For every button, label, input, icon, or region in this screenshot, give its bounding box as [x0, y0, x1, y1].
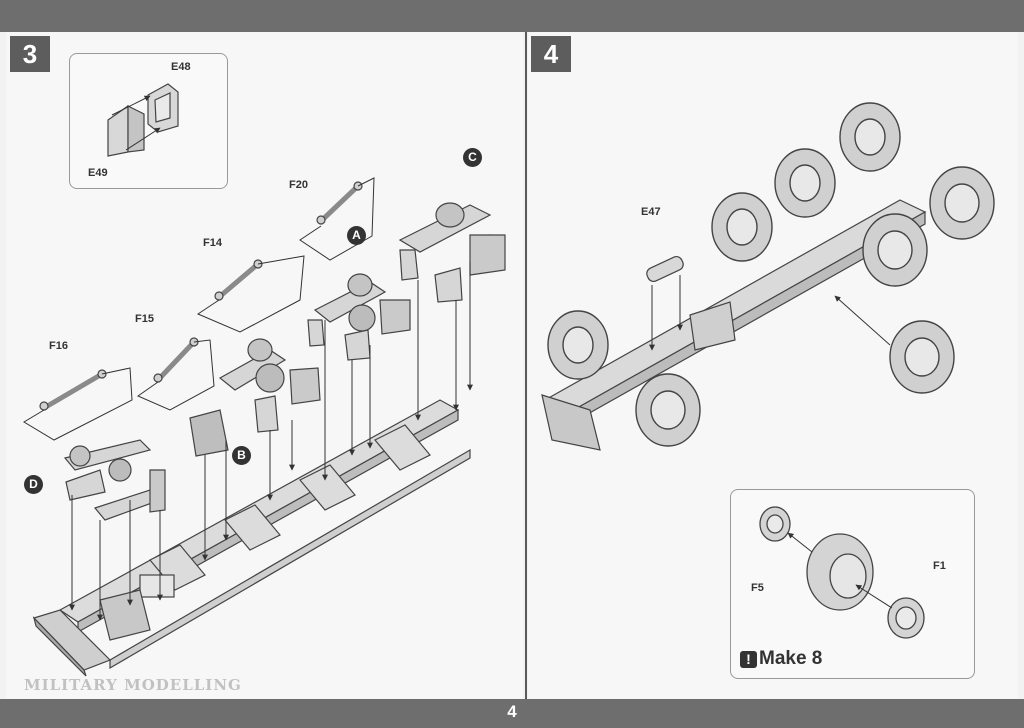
- part-label-f15: F15: [135, 313, 154, 325]
- part-label-e49: E49: [88, 167, 108, 179]
- callout-b: B: [232, 446, 251, 465]
- step-3-number: 3: [10, 36, 50, 72]
- step-4-number: 4: [531, 36, 571, 72]
- axle-assembly-a: [307, 273, 411, 361]
- make-quantity-note: ! Make 8: [740, 648, 822, 670]
- callout-a: A: [347, 226, 366, 245]
- part-label-f14: F14: [203, 237, 222, 249]
- completed-wheels: [547, 102, 995, 447]
- part-e47: [646, 255, 684, 283]
- part-label-f16: F16: [49, 340, 68, 352]
- callout-d: D: [24, 475, 43, 494]
- bracket-e48-e49: [107, 83, 179, 157]
- page-number: 4: [507, 702, 517, 721]
- completed-chassis: [541, 199, 927, 451]
- bottom-bar: 4: [0, 699, 1024, 728]
- part-label-e47: E47: [641, 206, 661, 218]
- wheel-parts: [759, 506, 925, 639]
- exclamation-icon: !: [740, 650, 757, 668]
- axle-assembly-c: [398, 202, 506, 303]
- chassis-frame: [32, 399, 471, 677]
- axle-assembly-d: [63, 439, 166, 521]
- make-quantity-text: Make 8: [759, 648, 823, 669]
- watermark: MILITARY MODELLING: [24, 676, 242, 694]
- page-divider: [525, 32, 527, 699]
- part-label-e48: E48: [171, 61, 191, 73]
- top-bar: [0, 0, 1024, 32]
- callout-c: C: [463, 148, 482, 167]
- wheel-arrow: [834, 295, 891, 346]
- axle-assembly-b: [189, 338, 321, 457]
- part-label-f20: F20: [289, 179, 308, 191]
- part-label-f1: F1: [933, 560, 946, 572]
- part-label-f5: F5: [751, 582, 764, 594]
